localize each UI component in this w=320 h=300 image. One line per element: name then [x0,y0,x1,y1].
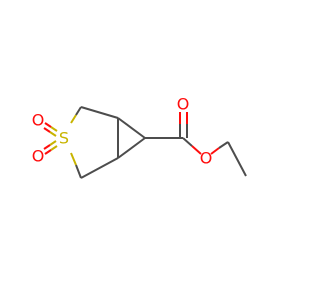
ester-oxygen-label: O [200,149,213,168]
carbon-skeleton-bonds [80,106,183,179]
bond-ch2-upper-to-bridgehead-upper [80,106,119,119]
bond-s-o-upper-a-s-half [50,126,58,132]
bond-s-to-ch2-lower-s-half [70,152,77,166]
bond-s-o-upper-a-o-half [44,122,52,128]
sulfonyl-oxygen-upper-label: O [32,111,45,130]
bond-bridgehead-lower-to-c6 [117,137,146,159]
bond-s-o-lower-a-o-half [43,144,51,150]
bond-s-to-ch2-upper-s-half [70,114,77,124]
bond-ester-o-to-ch2-o-half [210,147,220,155]
carbonyl-oxygen-label: O [177,95,190,114]
bond-s-o-upper-b-o-half [43,127,51,133]
bond-s-to-ch2-lower-c-half [75,164,82,179]
sulfonyl-bonds [43,106,82,179]
bond-ch2-lower-to-bridgehead-lower [80,157,119,179]
bond-carbonyl-c-to-ester-o-o-half [191,145,202,155]
bond-s-o-upper-b-s-half [49,131,57,137]
bond-s-o-lower-a-s-half [49,140,57,146]
bond-ester-o-to-ch2-c-half [218,141,229,149]
atom-labels: S O O O O [32,95,213,168]
sulfonyl-oxygen-lower-label: O [32,147,45,166]
ester-bonds [179,112,247,177]
molecule-structure-diagram: S O O O O [32,95,247,179]
sulfur-atom-label: S [59,129,69,148]
bond-s-o-lower-b-o-half [44,149,52,155]
bond-carbonyl-c-to-ester-o-c-half [182,137,193,147]
bond-s-to-ch2-upper-c-half [75,106,82,116]
bond-bridgehead-upper-to-c6 [117,117,146,139]
bond-s-o-lower-b-s-half [50,145,58,151]
bond-ch2-to-ch3 [227,141,247,177]
